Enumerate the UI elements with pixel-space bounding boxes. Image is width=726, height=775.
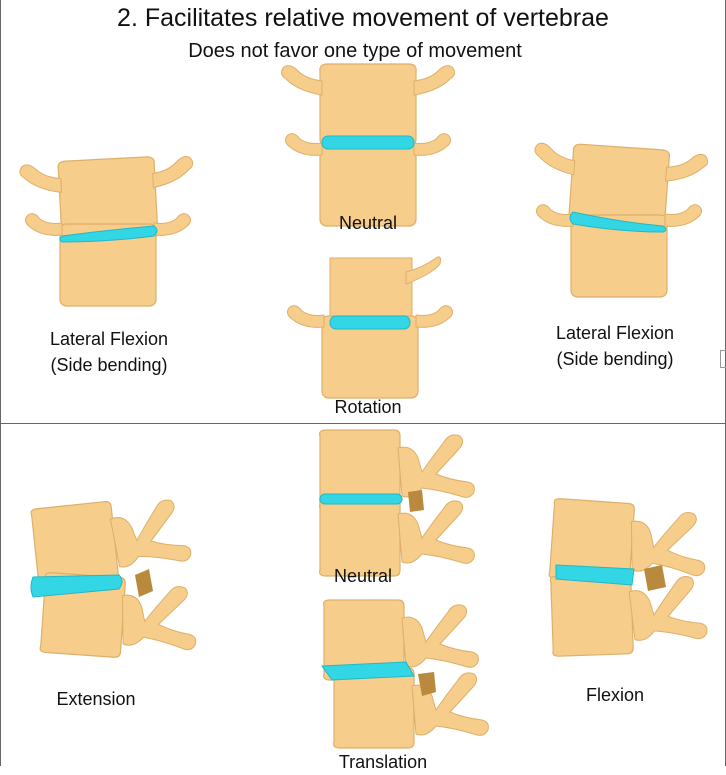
extension-figure <box>30 492 201 664</box>
disc <box>329 315 411 330</box>
edge-bracket <box>720 350 726 368</box>
facet-joint <box>644 565 666 591</box>
disc <box>59 225 158 243</box>
facet-joint <box>408 490 424 512</box>
translation-label: Translation <box>338 752 428 772</box>
rotation-label: Rotation <box>334 397 402 417</box>
lateral-flexion-right-label-2: (Side bending) <box>556 349 674 369</box>
rotation-figure <box>286 256 454 399</box>
lateral-flexion-left-label-1: Lateral Flexion <box>49 329 169 349</box>
disc <box>321 135 415 150</box>
translation-figure <box>321 599 489 749</box>
lateral-flexion-right-label-1: Lateral Flexion <box>555 323 675 343</box>
disc <box>30 574 123 598</box>
lateral-flexion-left-figure <box>18 153 198 307</box>
disc <box>319 493 403 505</box>
neutral-lateral-figure <box>319 429 475 577</box>
lateral-flexion-left-label-2: (Side bending) <box>50 355 168 375</box>
disc <box>321 661 415 681</box>
neutral-top-label: Neutral <box>338 213 398 233</box>
section-divider <box>0 423 726 424</box>
extension-label: Extension <box>56 689 136 709</box>
disc <box>569 211 667 233</box>
facet-joint <box>418 672 436 696</box>
disc <box>555 564 635 586</box>
page-title: 2. Facilitates relative movement of vert… <box>117 4 609 32</box>
facet-joint <box>135 569 153 597</box>
page-subtitle: Does not favor one type of movement <box>188 40 522 62</box>
flexion-label: Flexion <box>585 685 645 705</box>
neutral-bottom-label: Neutral <box>333 566 393 586</box>
lateral-flexion-right-figure <box>529 140 709 298</box>
flexion-figure <box>548 497 710 657</box>
neutral-anterior-figure <box>280 63 456 227</box>
